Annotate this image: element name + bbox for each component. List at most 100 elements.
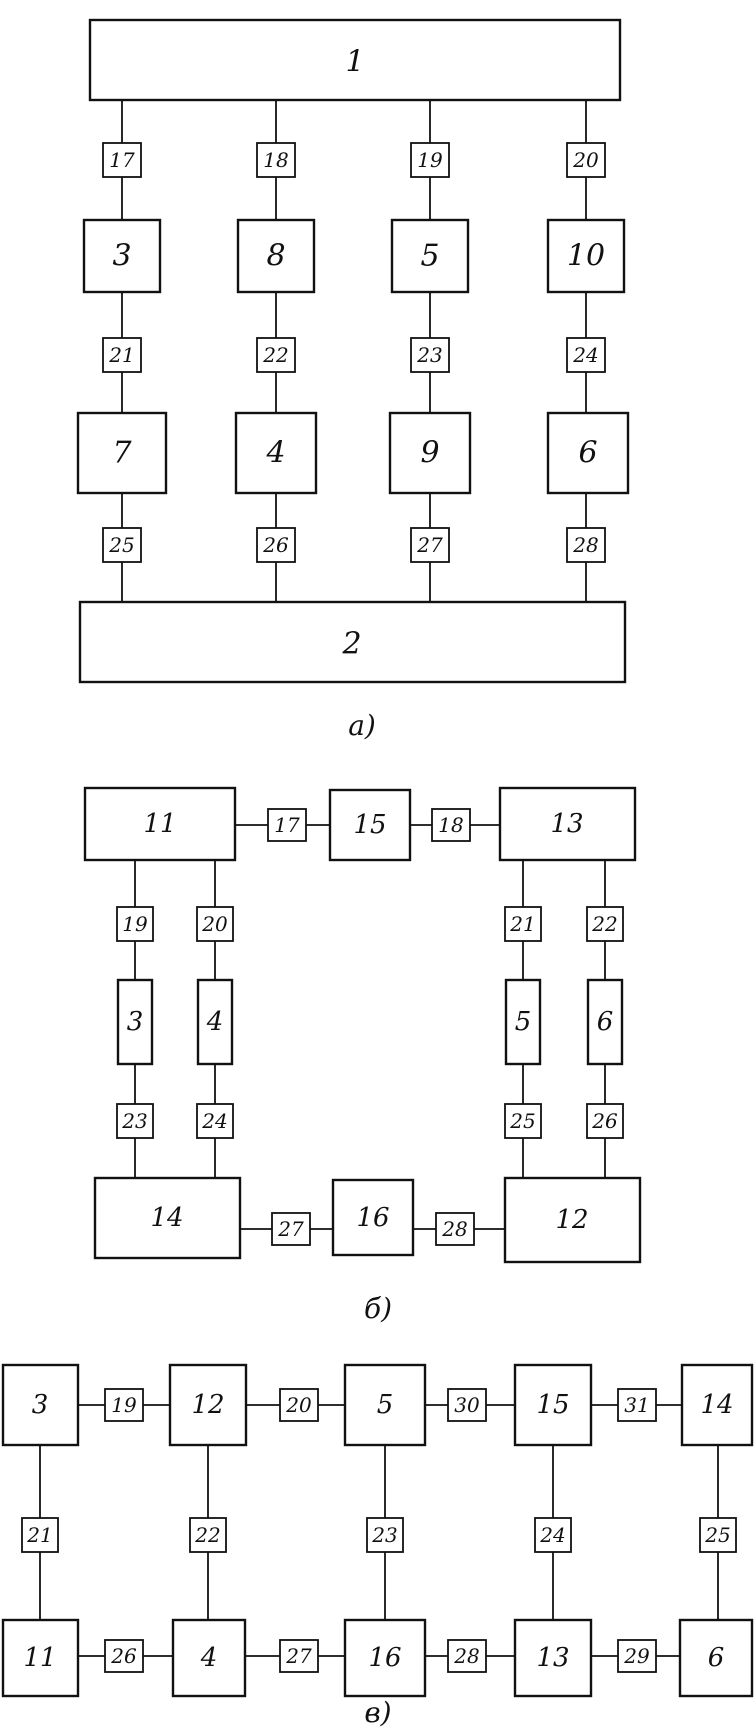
block-a-9-label: 9 — [420, 436, 439, 471]
connector-b-24 — [196, 1103, 234, 1139]
block-c-15 — [513, 1363, 593, 1447]
block-b-6-label: 6 — [597, 1007, 614, 1037]
block-c-13 — [513, 1618, 593, 1698]
connector-b-23-label: 23 — [121, 1109, 147, 1133]
diagram-b: 11 15 13 3 4 5 6 14 16 12 17 18 19 20 21… — [83, 786, 642, 1325]
connector-c-23 — [366, 1517, 404, 1553]
connector-b-17-label: 17 — [274, 813, 300, 837]
connector-a-18-label: 18 — [263, 148, 288, 172]
block-b-3-label: 3 — [127, 1007, 144, 1037]
connector-a-17 — [102, 142, 142, 178]
connector-b-23 — [116, 1103, 154, 1139]
block-c-12-label: 12 — [191, 1390, 224, 1420]
connector-b-26-label: 26 — [591, 1109, 618, 1133]
block-b-13-label: 13 — [550, 809, 583, 839]
connector-a-18 — [256, 142, 296, 178]
block-c-14-label: 14 — [700, 1390, 733, 1420]
diagram-a: 1 2 3 8 5 10 7 4 9 6 17 18 19 20 21 22 — [76, 18, 630, 742]
connector-a-17-label: 17 — [109, 148, 135, 172]
block-c-6-label: 6 — [708, 1643, 725, 1673]
connector-b-18-label: 18 — [438, 813, 463, 837]
connector-c-19-label: 19 — [111, 1393, 137, 1417]
block-c-5-label: 5 — [377, 1390, 394, 1420]
block-a-10-label: 10 — [567, 239, 605, 274]
block-a-1-label: 1 — [345, 45, 364, 80]
caption-c: в) — [364, 1696, 391, 1729]
block-c-4 — [171, 1618, 247, 1698]
block-b-15-label: 15 — [353, 810, 386, 840]
connector-a-28 — [566, 527, 606, 563]
connector-a-19 — [410, 142, 450, 178]
diagram-c: 3 12 5 15 14 11 4 16 13 6 19 20 30 31 21… — [1, 1363, 754, 1729]
block-b-11 — [83, 786, 237, 862]
connector-a-21-label: 21 — [108, 343, 134, 367]
connector-c-25-label: 25 — [704, 1523, 730, 1547]
block-b-13 — [498, 786, 637, 862]
connector-c-29 — [617, 1639, 657, 1673]
connector-c-26-label: 26 — [110, 1644, 137, 1668]
connector-a-27 — [410, 527, 450, 563]
connector-a-23 — [410, 337, 450, 373]
block-a-4 — [234, 411, 318, 495]
connector-a-27-label: 27 — [416, 533, 443, 557]
connector-a-26 — [256, 527, 296, 563]
connector-c-30-label: 30 — [454, 1393, 480, 1417]
connector-a-21 — [102, 337, 142, 373]
block-c-5 — [343, 1363, 427, 1447]
connector-a-20-label: 20 — [572, 148, 599, 172]
block-a-9 — [388, 411, 472, 495]
connector-c-29-label: 29 — [623, 1644, 650, 1668]
block-c-4-label: 4 — [200, 1643, 218, 1673]
connector-a-19-label: 19 — [417, 148, 443, 172]
block-b-6 — [586, 978, 624, 1066]
caption-a: a) — [348, 709, 376, 742]
block-a-7 — [76, 411, 168, 495]
connector-a-24-label: 24 — [572, 343, 598, 367]
block-a-6 — [546, 411, 630, 495]
block-b-14-label: 14 — [150, 1203, 183, 1233]
connector-b-19 — [116, 906, 154, 942]
connector-c-31-label: 31 — [624, 1393, 649, 1417]
block-c-11 — [1, 1618, 80, 1698]
connector-a-24 — [566, 337, 606, 373]
connector-c-20-label: 20 — [285, 1393, 312, 1417]
block-c-12 — [168, 1363, 248, 1447]
block-b-14 — [93, 1176, 242, 1260]
connector-c-19 — [104, 1388, 144, 1422]
connector-c-21 — [21, 1517, 59, 1553]
connector-c-28-label: 28 — [453, 1644, 479, 1668]
connector-c-28 — [447, 1639, 487, 1673]
connector-c-30 — [447, 1388, 487, 1422]
connector-c-22-label: 22 — [194, 1523, 220, 1547]
block-a-1 — [88, 18, 622, 102]
connector-c-27 — [279, 1639, 319, 1673]
connector-c-31 — [617, 1388, 657, 1422]
connector-b-17 — [267, 808, 307, 842]
block-a-7-label: 7 — [112, 436, 132, 471]
block-b-4-label: 4 — [206, 1007, 224, 1037]
connector-a-28-label: 28 — [572, 533, 598, 557]
connector-c-21-label: 21 — [26, 1523, 52, 1547]
block-c-14 — [680, 1363, 754, 1447]
block-b-11-label: 11 — [143, 809, 176, 839]
block-c-15-label: 15 — [536, 1390, 569, 1420]
block-c-13-label: 13 — [536, 1643, 569, 1673]
block-b-12-label: 12 — [555, 1205, 588, 1235]
connector-b-21-label: 21 — [509, 912, 535, 936]
connector-b-26 — [586, 1103, 624, 1139]
connector-b-27 — [271, 1212, 311, 1246]
connector-c-23-label: 23 — [371, 1523, 397, 1547]
connector-b-27-label: 27 — [277, 1217, 304, 1241]
connector-a-22 — [256, 337, 296, 373]
connector-a-25 — [102, 527, 142, 563]
connector-c-22 — [189, 1517, 227, 1553]
block-b-4 — [196, 978, 234, 1066]
block-a-6-label: 6 — [578, 436, 597, 471]
block-a-2 — [78, 600, 627, 684]
connector-c-24-label: 24 — [539, 1523, 565, 1547]
block-a-4-label: 4 — [265, 436, 285, 471]
connector-c-26 — [104, 1639, 144, 1673]
connector-b-24-label: 24 — [201, 1109, 227, 1133]
block-c-16-label: 16 — [368, 1643, 401, 1673]
